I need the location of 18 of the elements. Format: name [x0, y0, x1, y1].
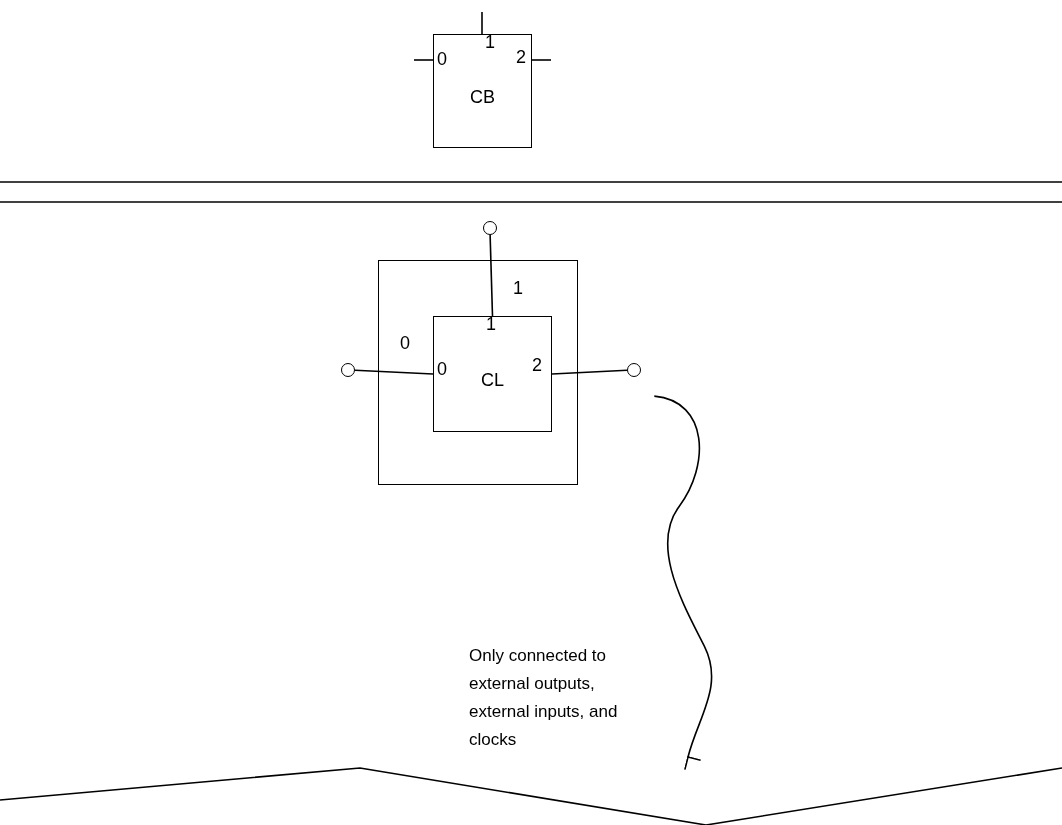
block-name: CL	[481, 371, 504, 389]
edge-label: 1	[511, 279, 525, 297]
pin-number: 1	[485, 33, 495, 51]
edge-label: 0	[398, 334, 412, 352]
pin-number: 1	[486, 315, 496, 333]
block-name: CB	[470, 88, 495, 106]
note-text: Only connected to external outputs, external inputs, and clocks	[469, 645, 619, 751]
pin-number: 2	[532, 356, 542, 374]
block-box	[433, 34, 532, 148]
wire	[354, 369, 434, 375]
pin-number: 0	[437, 50, 447, 68]
pin-number: 2	[516, 48, 526, 66]
pin-number: 0	[437, 360, 447, 378]
boundary-box	[378, 260, 578, 485]
wire	[489, 234, 494, 317]
squiggle-arrow	[653, 395, 713, 771]
block-box	[433, 316, 552, 432]
wire	[551, 369, 628, 375]
